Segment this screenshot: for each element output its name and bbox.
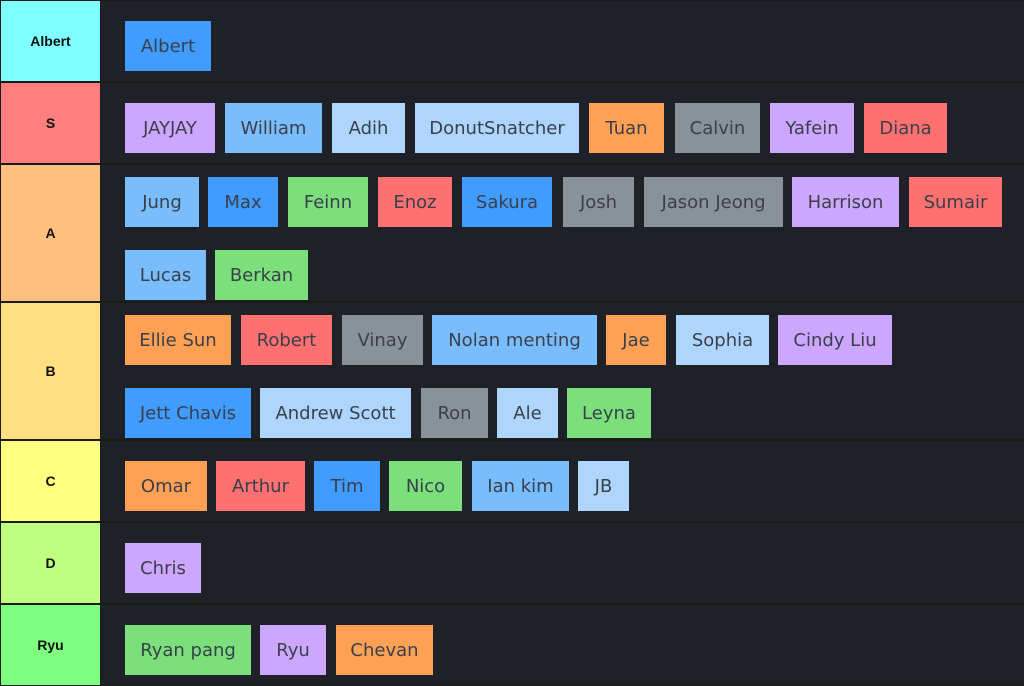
- tier-item[interactable]: Ron: [421, 388, 488, 438]
- tier-label-c[interactable]: C: [1, 441, 100, 521]
- tier-label-a[interactable]: A: [1, 165, 100, 301]
- tier-item[interactable]: Tuan: [589, 103, 664, 153]
- tier-item[interactable]: Sumair: [909, 177, 1002, 227]
- tier-item[interactable]: Ian kim: [472, 461, 569, 511]
- tier-item[interactable]: Andrew Scott: [260, 388, 411, 438]
- tier-item[interactable]: Feinn: [288, 177, 368, 227]
- tier-item[interactable]: JAYJAY: [125, 103, 215, 153]
- tier-item[interactable]: Josh: [563, 177, 634, 227]
- tier-item[interactable]: Calvin: [675, 103, 760, 153]
- tier-label-albert[interactable]: Albert: [1, 1, 100, 81]
- tier-item[interactable]: Ale: [497, 388, 558, 438]
- tier-row-albert: Albert Albert: [0, 1, 1024, 81]
- tier-item[interactable]: Sophia: [676, 315, 769, 365]
- tier-label-d[interactable]: D: [1, 523, 100, 603]
- tier-item[interactable]: Cindy Liu: [778, 315, 892, 365]
- tier-item[interactable]: Nolan menting: [432, 315, 597, 365]
- tier-item[interactable]: Albert: [125, 21, 211, 71]
- tier-label-s[interactable]: S: [1, 83, 100, 163]
- tier-item[interactable]: Arthur: [216, 461, 305, 511]
- tier-label-ryu[interactable]: Ryu: [1, 605, 100, 685]
- tier-item[interactable]: Chevan: [336, 625, 433, 675]
- tier-item[interactable]: Harrison: [792, 177, 899, 227]
- tier-item[interactable]: Diana: [864, 103, 947, 153]
- tier-item[interactable]: Chris: [125, 543, 201, 593]
- tier-item[interactable]: Jae: [606, 315, 666, 365]
- tier-item[interactable]: Leyna: [567, 388, 651, 438]
- tier-item[interactable]: Jason Jeong: [644, 177, 783, 227]
- tier-row-d: D Chris: [0, 523, 1024, 603]
- tier-item[interactable]: William: [225, 103, 322, 153]
- tier-item[interactable]: Jung: [125, 177, 199, 227]
- tier-dropzone-d[interactable]: Chris: [101, 523, 1024, 603]
- tier-item[interactable]: Ellie Sun: [125, 315, 231, 365]
- tier-item[interactable]: Ryan pang: [125, 625, 251, 675]
- tier-item[interactable]: DonutSnatcher: [415, 103, 579, 153]
- tier-item[interactable]: Tim: [314, 461, 380, 511]
- tier-item[interactable]: Jett Chavis: [125, 388, 251, 438]
- tier-item[interactable]: Adih: [332, 103, 405, 153]
- tier-label-b[interactable]: B: [1, 303, 100, 439]
- tier-item[interactable]: Enoz: [378, 177, 452, 227]
- tier-item[interactable]: Nico: [389, 461, 462, 511]
- tier-item[interactable]: Ryu: [260, 625, 326, 675]
- tier-item[interactable]: Robert: [241, 315, 332, 365]
- tier-item[interactable]: Berkan: [215, 250, 308, 300]
- tier-item[interactable]: JB: [578, 461, 629, 511]
- tier-item[interactable]: Omar: [125, 461, 207, 511]
- tier-item[interactable]: Yafein: [770, 103, 854, 153]
- tier-dropzone-albert[interactable]: Albert: [101, 1, 1024, 81]
- tier-item[interactable]: Vinay: [342, 315, 423, 365]
- tier-item[interactable]: Sakura: [462, 177, 552, 227]
- tier-item[interactable]: Max: [208, 177, 278, 227]
- tier-item[interactable]: Lucas: [125, 250, 206, 300]
